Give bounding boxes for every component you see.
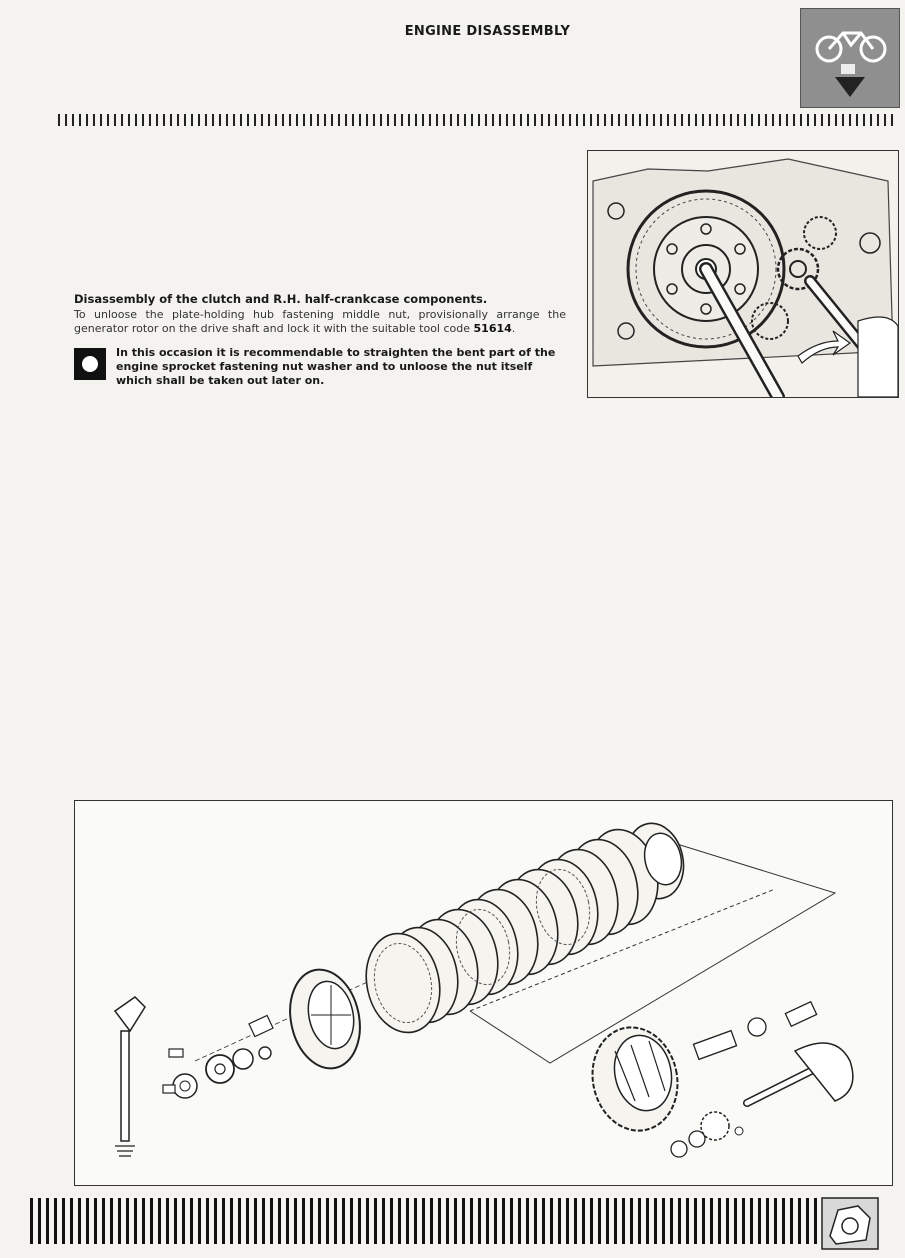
clutch-exploded-diagram	[74, 800, 893, 1186]
clutch-hub-photo	[587, 150, 899, 398]
note: In this occasion it is recommendable to …	[74, 346, 566, 388]
instruction-text: Disassembly of the clutch and R.H. half-…	[74, 292, 566, 388]
header-rule	[58, 114, 898, 126]
body-text-lead: To unloose the plate-holding hub fasteni…	[74, 308, 566, 335]
engine-section-icon	[820, 1196, 880, 1251]
section-body: To unloose the plate-holding hub fasteni…	[74, 308, 566, 336]
section-heading: Disassembly of the clutch and R.H. half-…	[74, 292, 488, 306]
note-text: In this occasion it is recommendable to …	[116, 346, 556, 387]
page-title: ENGINE DISASSEMBLY	[404, 24, 571, 39]
tool-code: 51614	[473, 322, 512, 335]
body-text-end: .	[511, 322, 516, 335]
motorcycle-disassembly-icon	[800, 8, 900, 108]
warning-square-icon	[74, 348, 106, 380]
footer-rule	[30, 1198, 825, 1244]
